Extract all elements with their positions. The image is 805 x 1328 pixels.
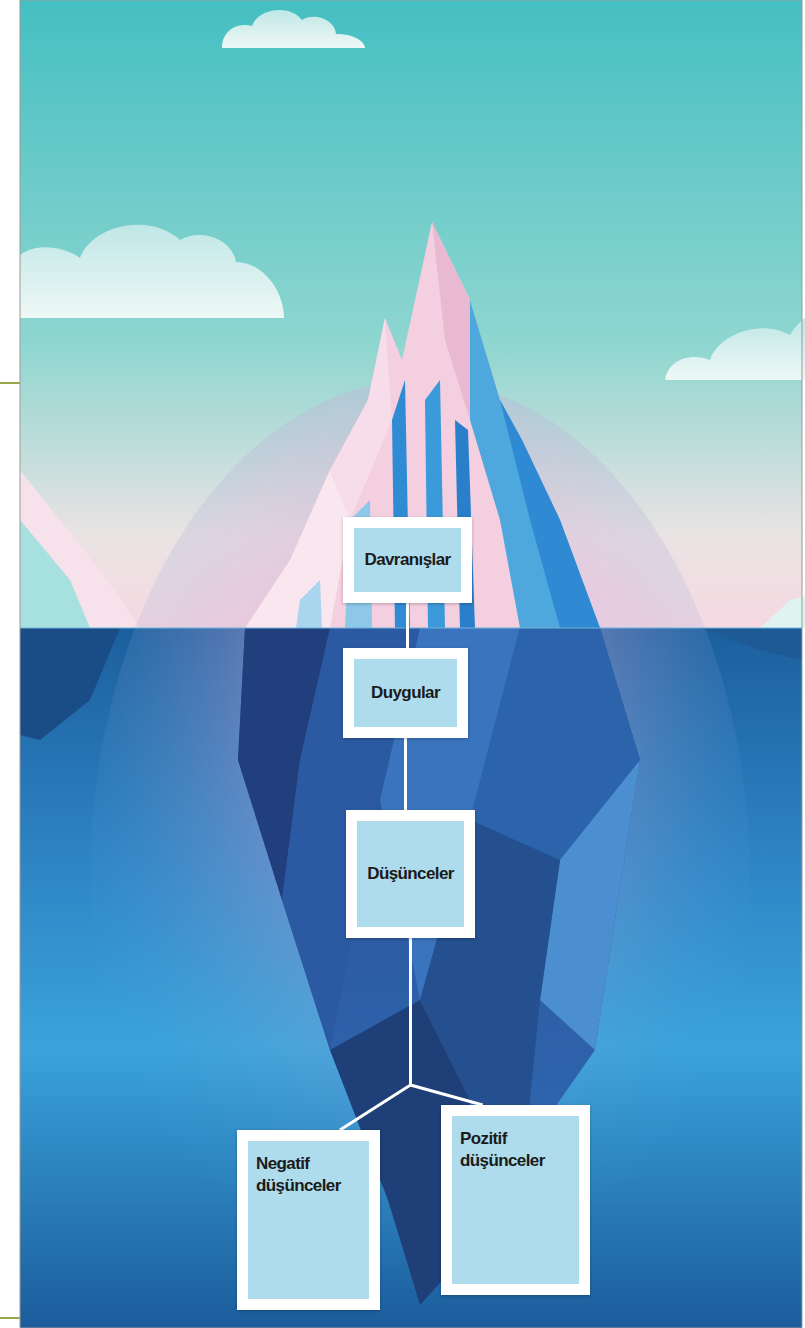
concept-box: Negatif düşünceler [237,1130,380,1310]
box-label: Davranışlar [364,549,450,571]
cloud [665,318,805,380]
water-line [20,628,802,629]
iceberg-underwater [238,628,640,1305]
box-label: Negatif düşünceler [256,1153,361,1197]
concept-box: Pozitif düşünceler [441,1105,590,1295]
concept-box: Duygular [343,648,468,738]
cloud [20,225,284,318]
ice-streak [296,580,322,628]
connector-line [411,938,483,1105]
underwater-glow [90,380,750,1328]
concept-box: Düşünceler [346,810,475,938]
connector-line [406,603,409,648]
underwater-ice [700,628,802,660]
concept-box: Davranışlar [343,517,472,603]
iceberg-facet [245,470,350,628]
box-fill: Düşünceler [357,821,464,927]
box-label: Duygular [371,682,440,704]
box-fill: Negatif düşünceler [248,1141,369,1299]
underwater-ice [20,628,120,740]
sky [20,0,802,628]
cloud [222,10,365,48]
iceberg-facet [470,300,600,628]
distant-ice [760,596,805,628]
iceberg-tip [245,222,600,628]
iceberg-facet [330,318,392,520]
box-fill: Davranışlar [354,528,461,592]
image-border [20,0,802,1328]
distant-ice [20,470,140,628]
box-fill: Pozitif düşünceler [452,1116,579,1284]
iceberg-facet [540,760,640,1050]
box-label: Pozitif düşünceler [460,1128,571,1172]
box-fill: Duygular [354,659,457,727]
box-label: Düşünceler [367,863,454,885]
connector-line [404,738,407,810]
connector-line [340,938,411,1130]
iceberg-facet [500,400,600,628]
distant-ice [20,520,90,628]
